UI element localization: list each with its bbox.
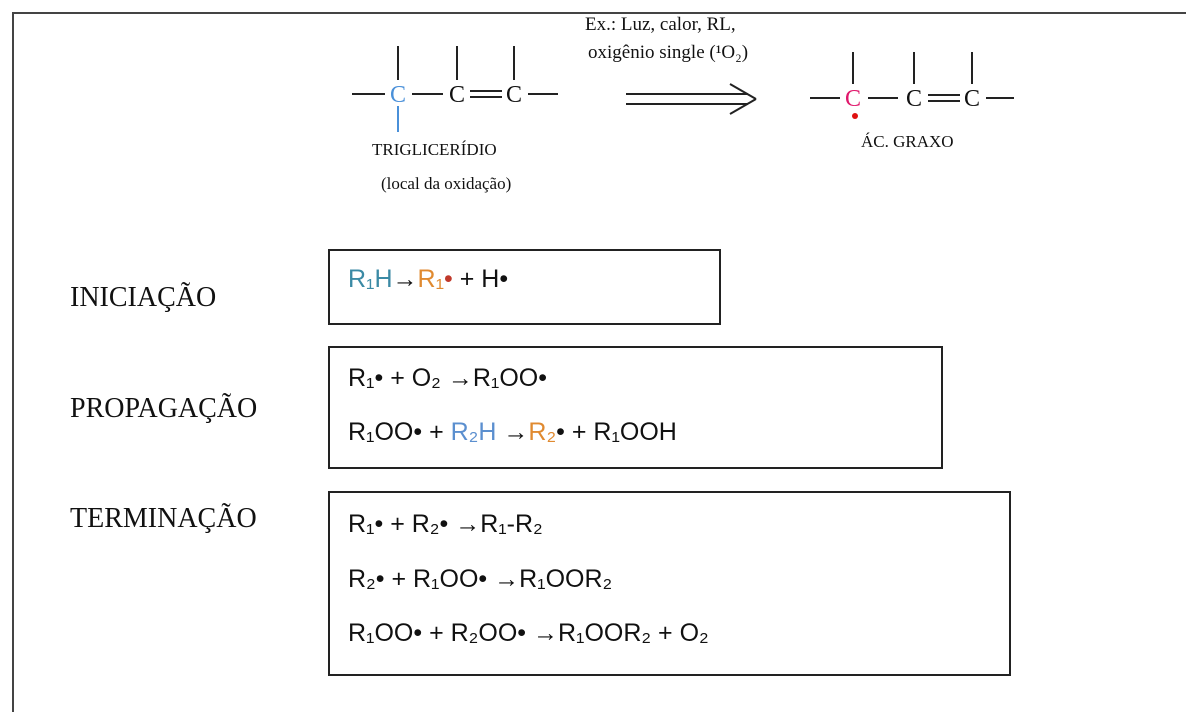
fatty-acid-structure: C C C [810, 52, 1014, 119]
reaction-arrow-glyph: → [392, 265, 418, 293]
initiation-equation: R₁H→R₁• + H• [348, 265, 508, 294]
atom-c-2: C [449, 82, 465, 108]
termination-equation-1: R₁• + R₂• →R₁-R₂ [348, 510, 543, 538]
termination-equation-2: R₂• + R₁OO• →R₁OOR₂ [348, 565, 613, 593]
product-r1-radical: R₁ [417, 265, 445, 293]
reaction-structures: C C C C C C [352, 46, 1014, 132]
triglyceride-label: TRIGLICERÍDIO [372, 140, 497, 159]
stage-label-propagation: PROPAGAÇÃO [70, 393, 258, 424]
atom-c-radical: C [845, 86, 861, 112]
oxidation-site-note: (local da oxidação) [381, 174, 512, 193]
atom-c-2: C [906, 86, 922, 112]
page-frame [12, 12, 1186, 712]
stage-label-initiation: INICIAÇÃO [70, 282, 217, 313]
product-r2-radical: R₂ [528, 418, 557, 446]
atom-c-3: C [506, 82, 522, 108]
termination-equation-3: R₁OO• + R₂OO• →R₁OOR₂ + O₂ [348, 619, 709, 647]
reactant-r2h: R₂H [450, 418, 497, 446]
propagation-equation-1: R₁• + O₂ →R₁OO• [348, 364, 547, 392]
conditions-line-2: oxigênio single (¹O₂) [588, 42, 749, 63]
stage-label-termination: TERMINAÇÃO [70, 503, 257, 534]
equation-rest: + H• [452, 265, 509, 293]
propagation-box: R₁• + O₂ →R₁OO• R₁OO• + R₂H →R₂• + R₁OOH [328, 346, 943, 469]
atom-c-3: C [964, 86, 980, 112]
radical-dot-glyph: • [444, 265, 453, 293]
propagation-equation-2: R₁OO• + R₂H →R₂• + R₁OOH [348, 418, 677, 447]
conditions-line-1: Ex.: Luz, calor, RL, [585, 14, 736, 35]
eq-part-rest: • + R₁OOH [556, 418, 677, 446]
triglyceride-structure: C C C [352, 46, 558, 132]
initiation-box: R₁H→R₁• + H• [328, 249, 721, 325]
termination-box: R₁• + R₂• →R₁-R₂ R₂• + R₁OO• →R₁OOR₂ R₁O… [328, 491, 1011, 676]
reactant-r1h: R₁H [348, 265, 393, 293]
reaction-arrow [626, 83, 757, 115]
atom-c-highlight: C [390, 82, 406, 108]
eq-part-arrow: → [496, 418, 529, 446]
radical-dot [852, 113, 858, 119]
eq-part-a: R₁OO• + [348, 418, 451, 446]
fatty-acid-label: ÁC. GRAXO [861, 132, 954, 151]
